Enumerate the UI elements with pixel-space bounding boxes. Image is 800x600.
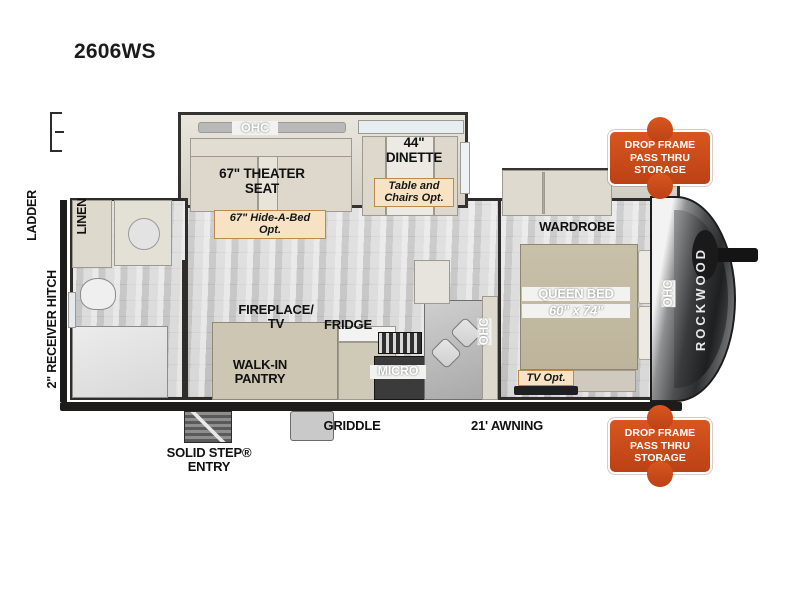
bedroom-tv xyxy=(514,386,578,395)
hitch-coupler xyxy=(692,230,758,280)
receiver-hitch-label: 2" RECEIVER HITCH xyxy=(45,270,59,389)
ohc-living-label: OHC xyxy=(232,120,278,136)
walk-in-pantry-label: WALK-IN PANTRY xyxy=(232,357,288,387)
dinette-label: 44" DINETTE xyxy=(385,135,443,165)
rear-bumper xyxy=(60,200,67,402)
fridge-label: FRIDGE xyxy=(324,317,372,332)
ohc-bedroom-label: OHC xyxy=(661,280,676,308)
ladder-label: LADDER xyxy=(25,190,39,241)
bathroom-divider-wall xyxy=(182,260,188,400)
wardrobe-shelf-divider xyxy=(542,172,545,214)
toilet xyxy=(80,278,116,310)
dinette-side-window xyxy=(460,142,470,194)
ohc-kitchen-label: OHC xyxy=(477,318,492,346)
theater-seat-label: 67" THEATER SEAT xyxy=(219,166,305,196)
wardrobe-label: WARDROBE xyxy=(539,219,615,234)
solid-step-entry xyxy=(184,411,232,443)
badge-drop-frame-pass-thru-storage-top: DROP FRAME PASS THRU STORAGE xyxy=(608,117,712,199)
chassis-rail xyxy=(60,402,682,411)
linen-closet xyxy=(72,200,112,268)
fireplace-tv-label: FIREPLACE/ TV xyxy=(238,302,314,332)
theater-seat-back xyxy=(190,138,352,158)
queen-bed-label: QUEEN BED xyxy=(522,286,630,302)
page-title: 2606WS xyxy=(74,40,156,63)
ladder-bracket xyxy=(50,112,64,152)
brand-logo: ROCKWOOD xyxy=(693,246,708,352)
griddle-label: GRIDDLE xyxy=(323,418,381,433)
linen-label: LINEN xyxy=(75,198,89,235)
walk-in-pantry-block xyxy=(212,322,338,400)
tv-option-label: TV Opt. xyxy=(518,370,574,387)
dinette-window xyxy=(358,120,464,134)
awning-label: 21' AWNING xyxy=(470,418,544,433)
table-chairs-option-label: Table and Chairs Opt. xyxy=(374,178,454,207)
hide-a-bed-option-label: 67" Hide-A-Bed Opt. xyxy=(214,210,326,239)
bath-window xyxy=(68,292,76,328)
bath-sink-bowl xyxy=(128,218,160,250)
solid-step-entry-label: SOLID STEP® ENTRY xyxy=(166,445,252,475)
ohc-kitchen-cabinet xyxy=(482,296,498,400)
shower-pan xyxy=(72,326,168,398)
badge-drop-frame-pass-thru-storage-bottom: DROP FRAME PASS THRU STORAGE xyxy=(608,405,712,487)
micro-label: MICRO xyxy=(370,364,426,379)
wardrobe-cabinet xyxy=(502,170,612,216)
queen-bed-size-label: 60" x 74" xyxy=(522,303,630,319)
cooktop xyxy=(378,332,422,354)
pantry-tall-cabinet xyxy=(414,260,450,304)
theater-seat-left xyxy=(190,156,258,212)
griddle-unit xyxy=(290,411,334,441)
